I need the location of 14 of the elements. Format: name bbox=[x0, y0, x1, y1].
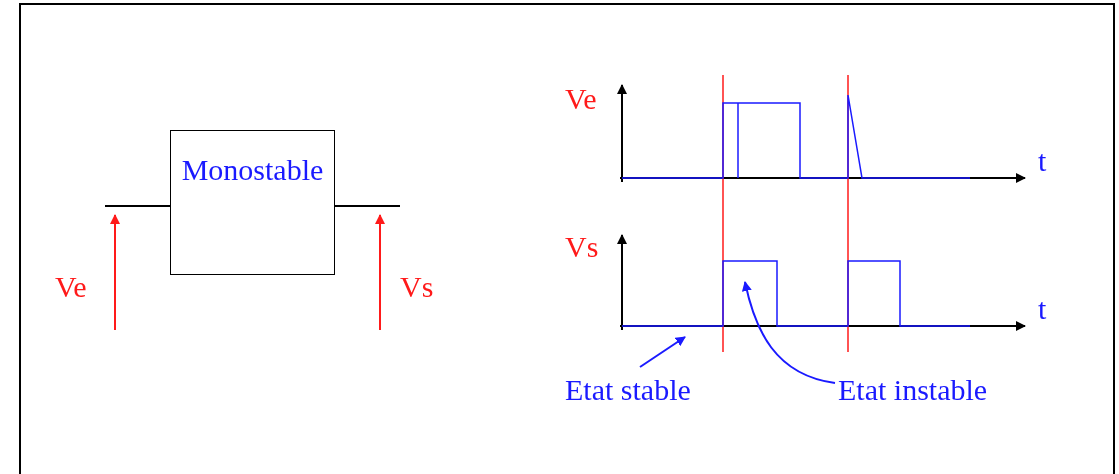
axis-label: Vs bbox=[565, 232, 599, 262]
annotation-text: Etat instable bbox=[838, 373, 988, 407]
axis-label: t bbox=[1038, 294, 1047, 324]
wire bbox=[334, 205, 401, 207]
axis-label: t bbox=[1038, 146, 1047, 176]
axis-label: Ve bbox=[565, 84, 597, 114]
voltage-label: Vs bbox=[400, 272, 434, 302]
block-label: Monostable bbox=[181, 153, 324, 187]
annotation-text: Etat stable bbox=[565, 373, 691, 407]
leader-arrow bbox=[639, 336, 686, 368]
voltage-label: Ve bbox=[55, 272, 87, 302]
block-box bbox=[170, 130, 335, 275]
leader-arrow bbox=[742, 281, 836, 384]
wire bbox=[104, 205, 171, 207]
